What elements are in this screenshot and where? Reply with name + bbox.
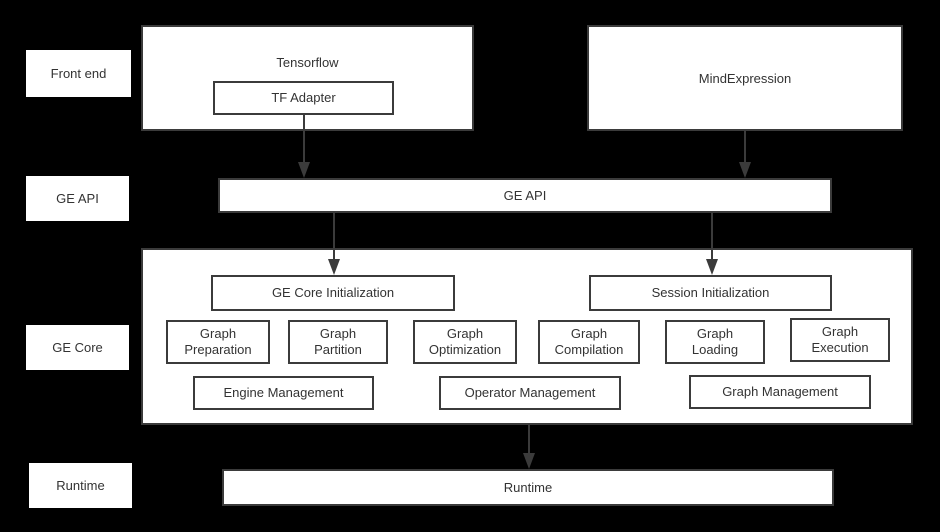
arrow-mindexpression-to-ge-api (736, 130, 754, 180)
arrow-ge-core-to-runtime (520, 425, 538, 471)
graph-partition-box[interactable]: Graph Partition (288, 320, 388, 364)
layer-label-ge-api: GE API (26, 176, 129, 221)
tensorflow-title: Tensorflow (276, 55, 339, 70)
graph-preparation-box[interactable]: Graph Preparation (166, 320, 270, 364)
graph-optimization-box[interactable]: Graph Optimization (413, 320, 517, 364)
ge-api-bar[interactable]: GE API (218, 178, 832, 213)
graph-management-box[interactable]: Graph Management (689, 375, 871, 409)
ge-core-initialization-box[interactable]: GE Core Initialization (211, 275, 455, 311)
layer-label-front-end: Front end (26, 50, 131, 97)
runtime-bar[interactable]: Runtime (222, 469, 834, 506)
layer-label-ge-core: GE Core (26, 325, 129, 370)
mindexpression-title: MindExpression (698, 71, 792, 86)
engine-management-box[interactable]: Engine Management (193, 376, 374, 410)
graph-execution-box[interactable]: Graph Execution (790, 318, 890, 362)
tf-adapter-box[interactable]: TF Adapter (213, 81, 394, 115)
graph-loading-box[interactable]: Graph Loading (665, 320, 765, 364)
session-initialization-box[interactable]: Session Initialization (589, 275, 832, 311)
operator-management-box[interactable]: Operator Management (439, 376, 621, 410)
graph-compilation-box[interactable]: Graph Compilation (538, 320, 640, 364)
layer-label-runtime: Runtime (29, 463, 132, 508)
tensorflow-container (141, 25, 474, 131)
mindexpression-container (587, 25, 903, 131)
